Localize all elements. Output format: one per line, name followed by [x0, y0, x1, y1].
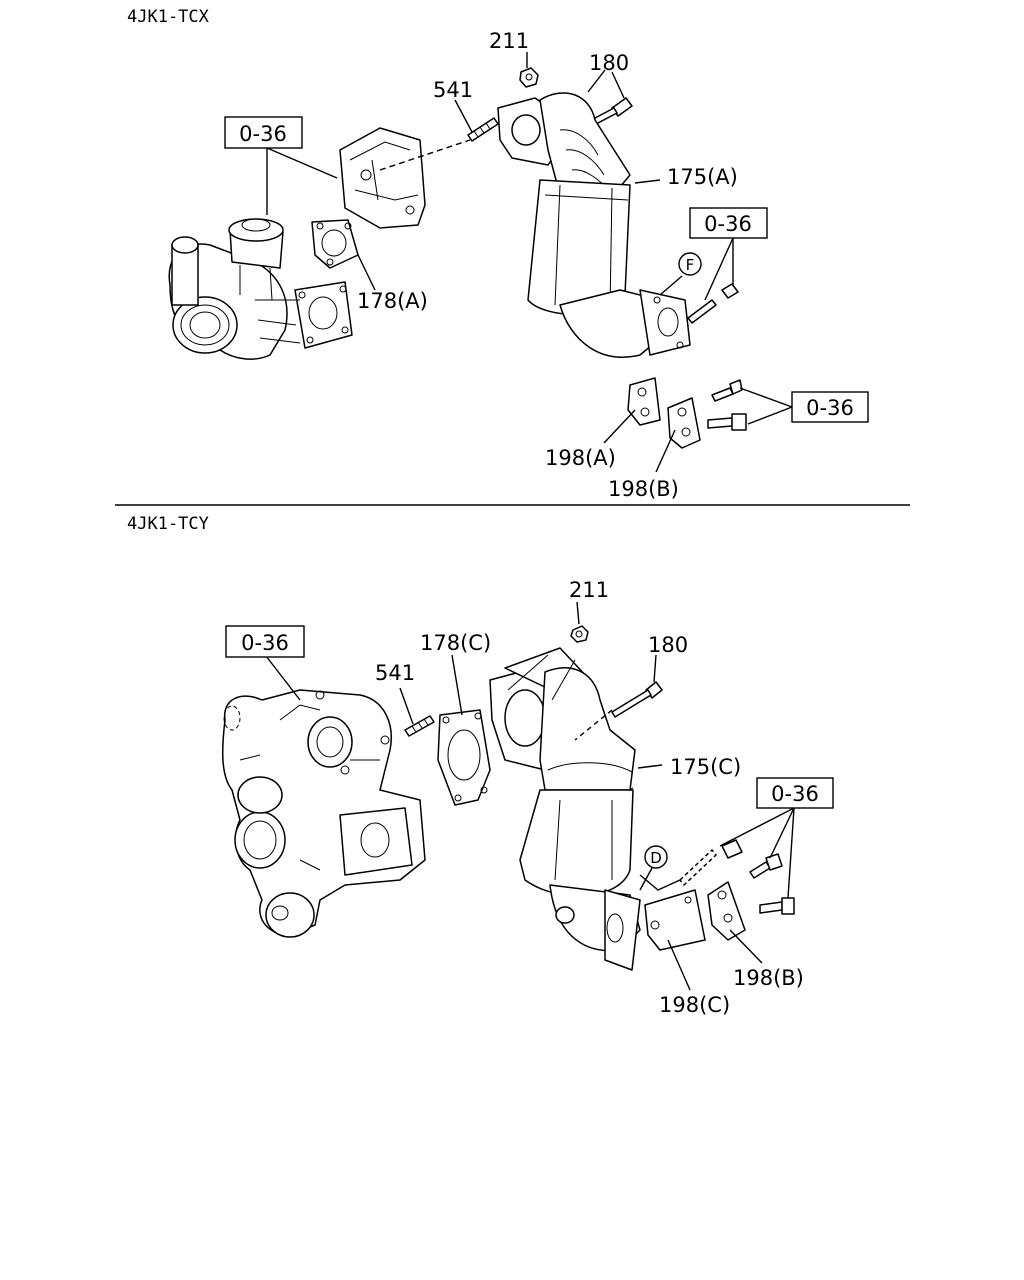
label-541: 541 [433, 78, 473, 102]
leader-lines-tcx [266, 52, 793, 473]
converter-175a-illustration [497, 92, 691, 358]
svg-text:0-36: 0-36 [239, 122, 287, 146]
ref-box-0-36-a: 0-36 [224, 116, 303, 149]
stud-541-tcy-illustration [404, 715, 435, 737]
bolts-0-36-illustration [687, 283, 747, 431]
heat-shield-illustration [339, 127, 426, 229]
section-tcx: 4JK1-TCX [127, 7, 869, 501]
label-178a: 178(A) [357, 289, 428, 313]
bolts-0-36-tcy-illustration [679, 839, 795, 915]
label-198b-tcy: 198(B) [733, 966, 804, 990]
label-178c: 178(C) [420, 631, 491, 655]
svg-text:0-36: 0-36 [771, 782, 819, 806]
ref-circle-f: F [678, 252, 702, 276]
section-header-tcy: 4JK1-TCY [127, 514, 209, 534]
ref-circle-d: D [644, 845, 668, 869]
label-175a: 175(A) [667, 165, 738, 189]
section-header-tcx: 4JK1-TCX [127, 7, 210, 27]
label-198a: 198(A) [545, 446, 616, 470]
leader-lines-tcy [265, 601, 795, 991]
label-211-tcy: 211 [569, 578, 609, 602]
svg-text:0-36: 0-36 [241, 631, 289, 655]
section-tcy: 4JK1-TCY [127, 514, 834, 1017]
bolt-180-tcy-illustration [611, 681, 663, 718]
label-180: 180 [589, 51, 629, 75]
twin-turbo-illustration [221, 689, 426, 938]
label-541-tcy: 541 [375, 661, 415, 685]
svg-text:F: F [686, 256, 695, 274]
label-211: 211 [489, 29, 529, 53]
bracket-198c-illustration [644, 889, 706, 951]
nut-211-illustration [519, 67, 539, 88]
stud-541-illustration [467, 117, 499, 142]
ref-box-0-36-c: 0-36 [791, 391, 869, 423]
ref-box-0-36-b: 0-36 [689, 207, 768, 239]
bracket-198b-tcy-illustration [707, 881, 746, 941]
ref-box-0-36-e: 0-36 [756, 777, 834, 809]
bracket-198b-illustration [667, 397, 701, 449]
converter-175c-illustration [489, 647, 641, 971]
turbocharger-illustration [168, 218, 353, 360]
svg-text:0-36: 0-36 [806, 396, 854, 420]
svg-text:0-36: 0-36 [704, 212, 752, 236]
label-198c: 198(C) [659, 993, 730, 1017]
bracket-198a-illustration [627, 377, 661, 426]
label-175c: 175(C) [670, 755, 741, 779]
ref-box-0-36-d: 0-36 [225, 625, 305, 658]
nut-211-tcy-illustration [570, 625, 589, 643]
svg-text:D: D [650, 849, 662, 867]
label-180-tcy: 180 [648, 633, 688, 657]
gasket-178c-illustration [437, 709, 491, 806]
gasket-178a-illustration [311, 219, 359, 269]
label-198b: 198(B) [608, 477, 679, 501]
